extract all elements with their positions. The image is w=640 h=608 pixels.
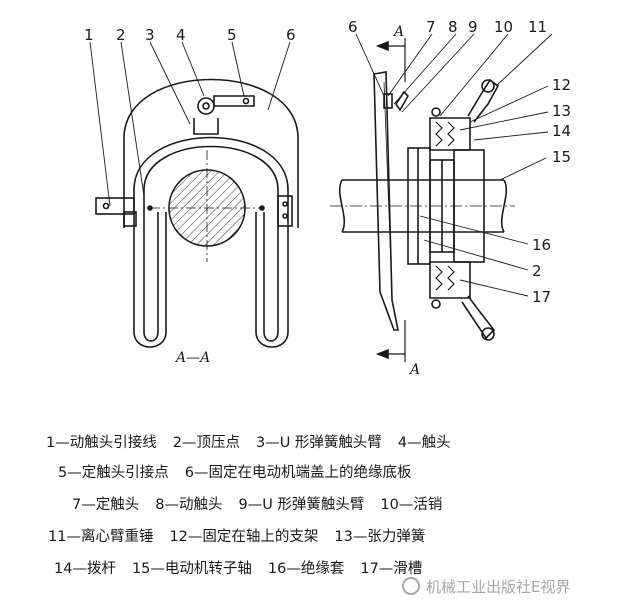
rotor-shaft — [342, 179, 504, 233]
callout-right-12: 12 — [552, 76, 571, 94]
legend-item: 7—定触头 — [72, 497, 140, 513]
side-insulating-plate — [373, 71, 399, 331]
legend-item: 4—触头 — [397, 435, 451, 451]
callout-left-4: 4 — [176, 26, 186, 44]
legend-item: 13—张力弹簧 — [334, 529, 426, 545]
left-callouts: 1 2 3 4 5 6 — [84, 26, 296, 44]
watermark-text: 机械工业出版社E视界 — [426, 578, 571, 596]
side-view — [330, 38, 515, 362]
left-leaders — [89, 41, 291, 207]
callout-right-15: 15 — [552, 148, 571, 166]
callout-right-7: 7 — [426, 18, 436, 36]
callout-left-5: 5 — [227, 26, 237, 44]
right-leaders — [355, 33, 553, 297]
callout-right-9: 9 — [468, 18, 478, 36]
callout-left-6: 6 — [286, 26, 296, 44]
tension-spring-top — [435, 121, 455, 147]
legend-item: 6—固定在电动机端盖上的绝缘底板 — [184, 465, 412, 481]
callout-left-1: 1 — [84, 26, 94, 44]
legend-item: 17—滑槽 — [360, 561, 423, 577]
weight-arm-bottom — [461, 295, 496, 340]
section-view — [95, 78, 299, 348]
callout-right-14: 14 — [552, 122, 571, 140]
callout-right-10: 10 — [494, 18, 513, 36]
callout-right-17: 17 — [532, 288, 551, 306]
callout-right-13: 13 — [552, 102, 571, 120]
insulating-base-plate — [123, 78, 299, 228]
legend-item: 15—电动机转子轴 — [131, 561, 252, 577]
legend-line-5: 14—拨杆 15—电动机转子轴 16—绝缘套 17—滑槽 — [54, 554, 438, 584]
contact — [197, 97, 215, 115]
legend-item: 5—定触头引接点 — [58, 465, 169, 481]
tension-spring-bottom — [435, 265, 455, 291]
legend-line-2: 5—定触头引接点 6—固定在电动机端盖上的绝缘底板 — [58, 458, 427, 488]
legend-item: 3—U 形弹簧触头臂 — [255, 435, 382, 451]
callout-right-8: 8 — [448, 18, 458, 36]
legend-item: 16—绝缘套 — [267, 561, 345, 577]
fixed-contact-terminal — [213, 95, 255, 107]
callout-right-16: 16 — [532, 236, 551, 254]
legend-item: 1—动触头引接线 — [46, 435, 157, 451]
legend-item: 12—固定在轴上的支架 — [169, 529, 319, 545]
legend-item: 11—离心臂重锤 — [48, 529, 154, 545]
legend-item: 10—活销 — [380, 497, 443, 513]
legend-line-4: 11—离心臂重锤 12—固定在轴上的支架 13—张力弹簧 — [48, 522, 441, 552]
view-caption: A—A — [174, 350, 210, 366]
legend-line-1: 1—动触头引接线 2—顶压点 3—U 形弹簧触头臂 4—触头 — [46, 428, 467, 458]
section-arrow-top-label: A — [392, 24, 404, 40]
legend-line-3: 7—定触头 8—动触头 9—U 形弹簧触头臂 10—活销 — [72, 490, 458, 520]
legend-item: 14—拨杆 — [54, 561, 116, 577]
legend-item: 2—顶压点 — [172, 435, 240, 451]
centrifugal-switch-drawing: 1 2 3 4 5 6 A—A — [84, 18, 571, 378]
callout-right-6: 6 — [348, 18, 358, 36]
lead-wire-tab-left — [95, 197, 135, 215]
wechat-icon — [402, 576, 420, 595]
legend-item: 8—动触头 — [155, 497, 223, 513]
legend-item: 9—U 形弹簧触头臂 — [238, 497, 365, 513]
u-spring-arm-outer — [133, 136, 289, 348]
callout-right-11: 11 — [528, 18, 547, 36]
callout-left-3: 3 — [145, 26, 155, 44]
watermark: 机械工业出版社E视界 — [402, 576, 570, 597]
callout-right-2: 2 — [532, 262, 542, 280]
right-callouts: 6 7 8 9 10 11 12 13 14 15 16 2 17 — [348, 18, 571, 306]
callout-left-2: 2 — [116, 26, 126, 44]
section-arrow-bottom-label: A — [408, 362, 420, 378]
